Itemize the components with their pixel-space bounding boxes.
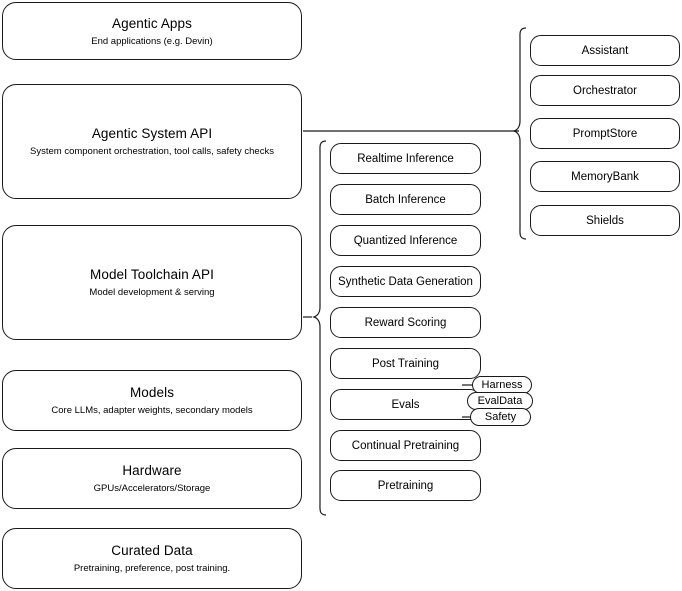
item-label: Shields [586, 214, 624, 227]
system-item-shields[interactable]: Shields [530, 205, 680, 236]
layer-subtitle: Pretraining, preference, post training. [73, 563, 231, 574]
brace-system-components [512, 27, 527, 240]
item-label: Assistant [581, 44, 629, 57]
item-label: Evals [391, 398, 420, 411]
system-item-promptstore[interactable]: PromptStore [530, 118, 680, 149]
eval-tag-evaldata[interactable]: EvalData [467, 392, 533, 410]
toolchain-item-realtime-inference[interactable]: Realtime Inference [330, 143, 481, 174]
item-label: Batch Inference [365, 193, 446, 206]
item-label: Continual Pretraining [351, 439, 460, 452]
item-label: Quantized Inference [353, 234, 458, 247]
item-label: Pretraining [377, 479, 434, 492]
layer-hardware[interactable]: Hardware GPUs/Accelerators/Storage [2, 448, 302, 509]
system-item-assistant[interactable]: Assistant [530, 35, 680, 66]
layer-subtitle: System component orchestration, tool cal… [30, 146, 274, 157]
item-label: MemoryBank [571, 170, 639, 183]
system-item-memorybank[interactable]: MemoryBank [530, 161, 680, 192]
item-label: Reward Scoring [364, 316, 447, 329]
layer-models[interactable]: Models Core LLMs, adapter weights, secon… [2, 370, 302, 431]
toolchain-item-post-training[interactable]: Post Training [330, 348, 481, 379]
item-label: Safety [484, 410, 517, 423]
layer-subtitle: Core LLMs, adapter weights, secondary mo… [51, 405, 253, 416]
layer-title: Agentic Apps [111, 15, 192, 31]
toolchain-item-quantized-inference[interactable]: Quantized Inference [330, 225, 481, 256]
toolchain-item-batch-inference[interactable]: Batch Inference [330, 184, 481, 215]
layer-agentic-apps[interactable]: Agentic Apps End applications (e.g. Devi… [2, 2, 302, 60]
layer-title: Model Toolchain API [90, 267, 214, 282]
layer-subtitle: End applications (e.g. Devin) [91, 35, 213, 47]
toolchain-item-synthetic-data-generation[interactable]: Synthetic Data Generation [330, 266, 481, 297]
layer-curated-data[interactable]: Curated Data Pretraining, preference, po… [2, 528, 302, 589]
toolchain-item-continual-pretraining[interactable]: Continual Pretraining [330, 430, 481, 461]
item-label: Synthetic Data Generation [338, 275, 473, 288]
layer-title: Hardware [122, 463, 182, 478]
layer-model-toolchain-api[interactable]: Model Toolchain API Model development & … [2, 225, 302, 340]
eval-tag-safety[interactable]: Safety [470, 408, 531, 426]
item-label: Harness [481, 378, 523, 391]
layer-title: Models [129, 385, 175, 400]
layer-title: Curated Data [111, 543, 193, 558]
toolchain-item-evals[interactable]: Evals [330, 389, 481, 420]
toolchain-item-pretraining[interactable]: Pretraining [330, 470, 481, 501]
item-label: Realtime Inference [357, 152, 454, 165]
layer-title: Agentic System API [91, 126, 213, 141]
layer-agentic-system-api[interactable]: Agentic System API System component orch… [2, 84, 302, 199]
item-label: PromptStore [572, 127, 638, 140]
system-item-orchestrator[interactable]: Orchestrator [530, 75, 680, 106]
item-label: Post Training [371, 357, 440, 370]
brace-toolchain-items [312, 140, 327, 516]
layer-subtitle: Model development & serving [89, 287, 215, 298]
item-label: EvalData [477, 394, 523, 407]
layer-subtitle: GPUs/Accelerators/Storage [93, 483, 211, 494]
toolchain-item-reward-scoring[interactable]: Reward Scoring [330, 307, 481, 338]
item-label: Orchestrator [573, 84, 637, 97]
